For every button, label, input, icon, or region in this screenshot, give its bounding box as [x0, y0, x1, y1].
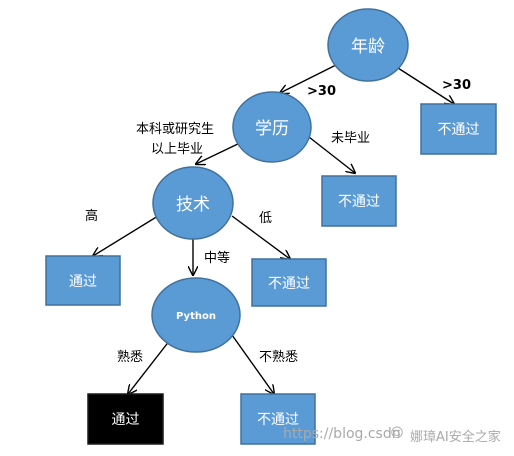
edge-label-skill-mid: 中等 [204, 250, 230, 266]
edge-python-pass [128, 339, 171, 394]
edge-label-skill-left: 高 [85, 208, 98, 224]
node-age-fail: 不通过 [420, 103, 497, 155]
watermark-account: 娜璋AI安全之家 [410, 430, 501, 445]
edge-skill-fail [231, 215, 290, 259]
watermark-wechat-icon: ☺ [390, 426, 404, 441]
node-python-pass: 通过 [87, 393, 164, 445]
edge-label-education-left-2: 以上毕业 [151, 142, 203, 157]
edge-label-age-left: >30 [307, 84, 336, 99]
edge-label-python-right: 不熟悉 [259, 349, 298, 365]
node-skill: 技术 [152, 166, 234, 240]
node-skill-fail-label: 不通过 [268, 276, 310, 292]
edge-age-education [280, 63, 339, 93]
node-education-label: 学历 [255, 119, 289, 139]
node-python-label: Python [176, 311, 216, 322]
edge-education-skill [196, 141, 243, 164]
edge-label-python-left: 熟悉 [117, 349, 143, 365]
node-skill-pass-label: 通过 [69, 274, 97, 290]
watermark-url: https://blog.csdn [283, 426, 401, 442]
node-age-fail-label: 不通过 [438, 122, 480, 138]
node-python-fail-label: 不通过 [257, 412, 299, 428]
edge-python-fail [231, 334, 274, 394]
node-age: 年龄 [327, 8, 409, 82]
edge-label-skill-right: 低 [259, 211, 272, 226]
node-skill-pass: 通过 [45, 255, 121, 306]
node-python: Python [151, 277, 241, 353]
node-python-fail: 不通过 [240, 393, 316, 445]
edge-label-education-left-1: 本科或研究生 [136, 122, 214, 137]
node-education-fail: 不通过 [321, 175, 397, 227]
node-skill-fail: 不通过 [251, 258, 327, 307]
edge-label-age-right: >30 [442, 78, 471, 93]
edge-age-fail [397, 67, 454, 104]
node-age-label: 年龄 [351, 37, 385, 57]
node-skill-label: 技术 [176, 195, 210, 215]
node-python-pass-label: 通过 [112, 412, 140, 428]
edge-skill-pass [93, 215, 159, 256]
node-education: 学历 [232, 91, 312, 163]
edge-label-education-right: 未毕业 [331, 131, 370, 146]
node-education-fail-label: 不通过 [338, 194, 380, 210]
